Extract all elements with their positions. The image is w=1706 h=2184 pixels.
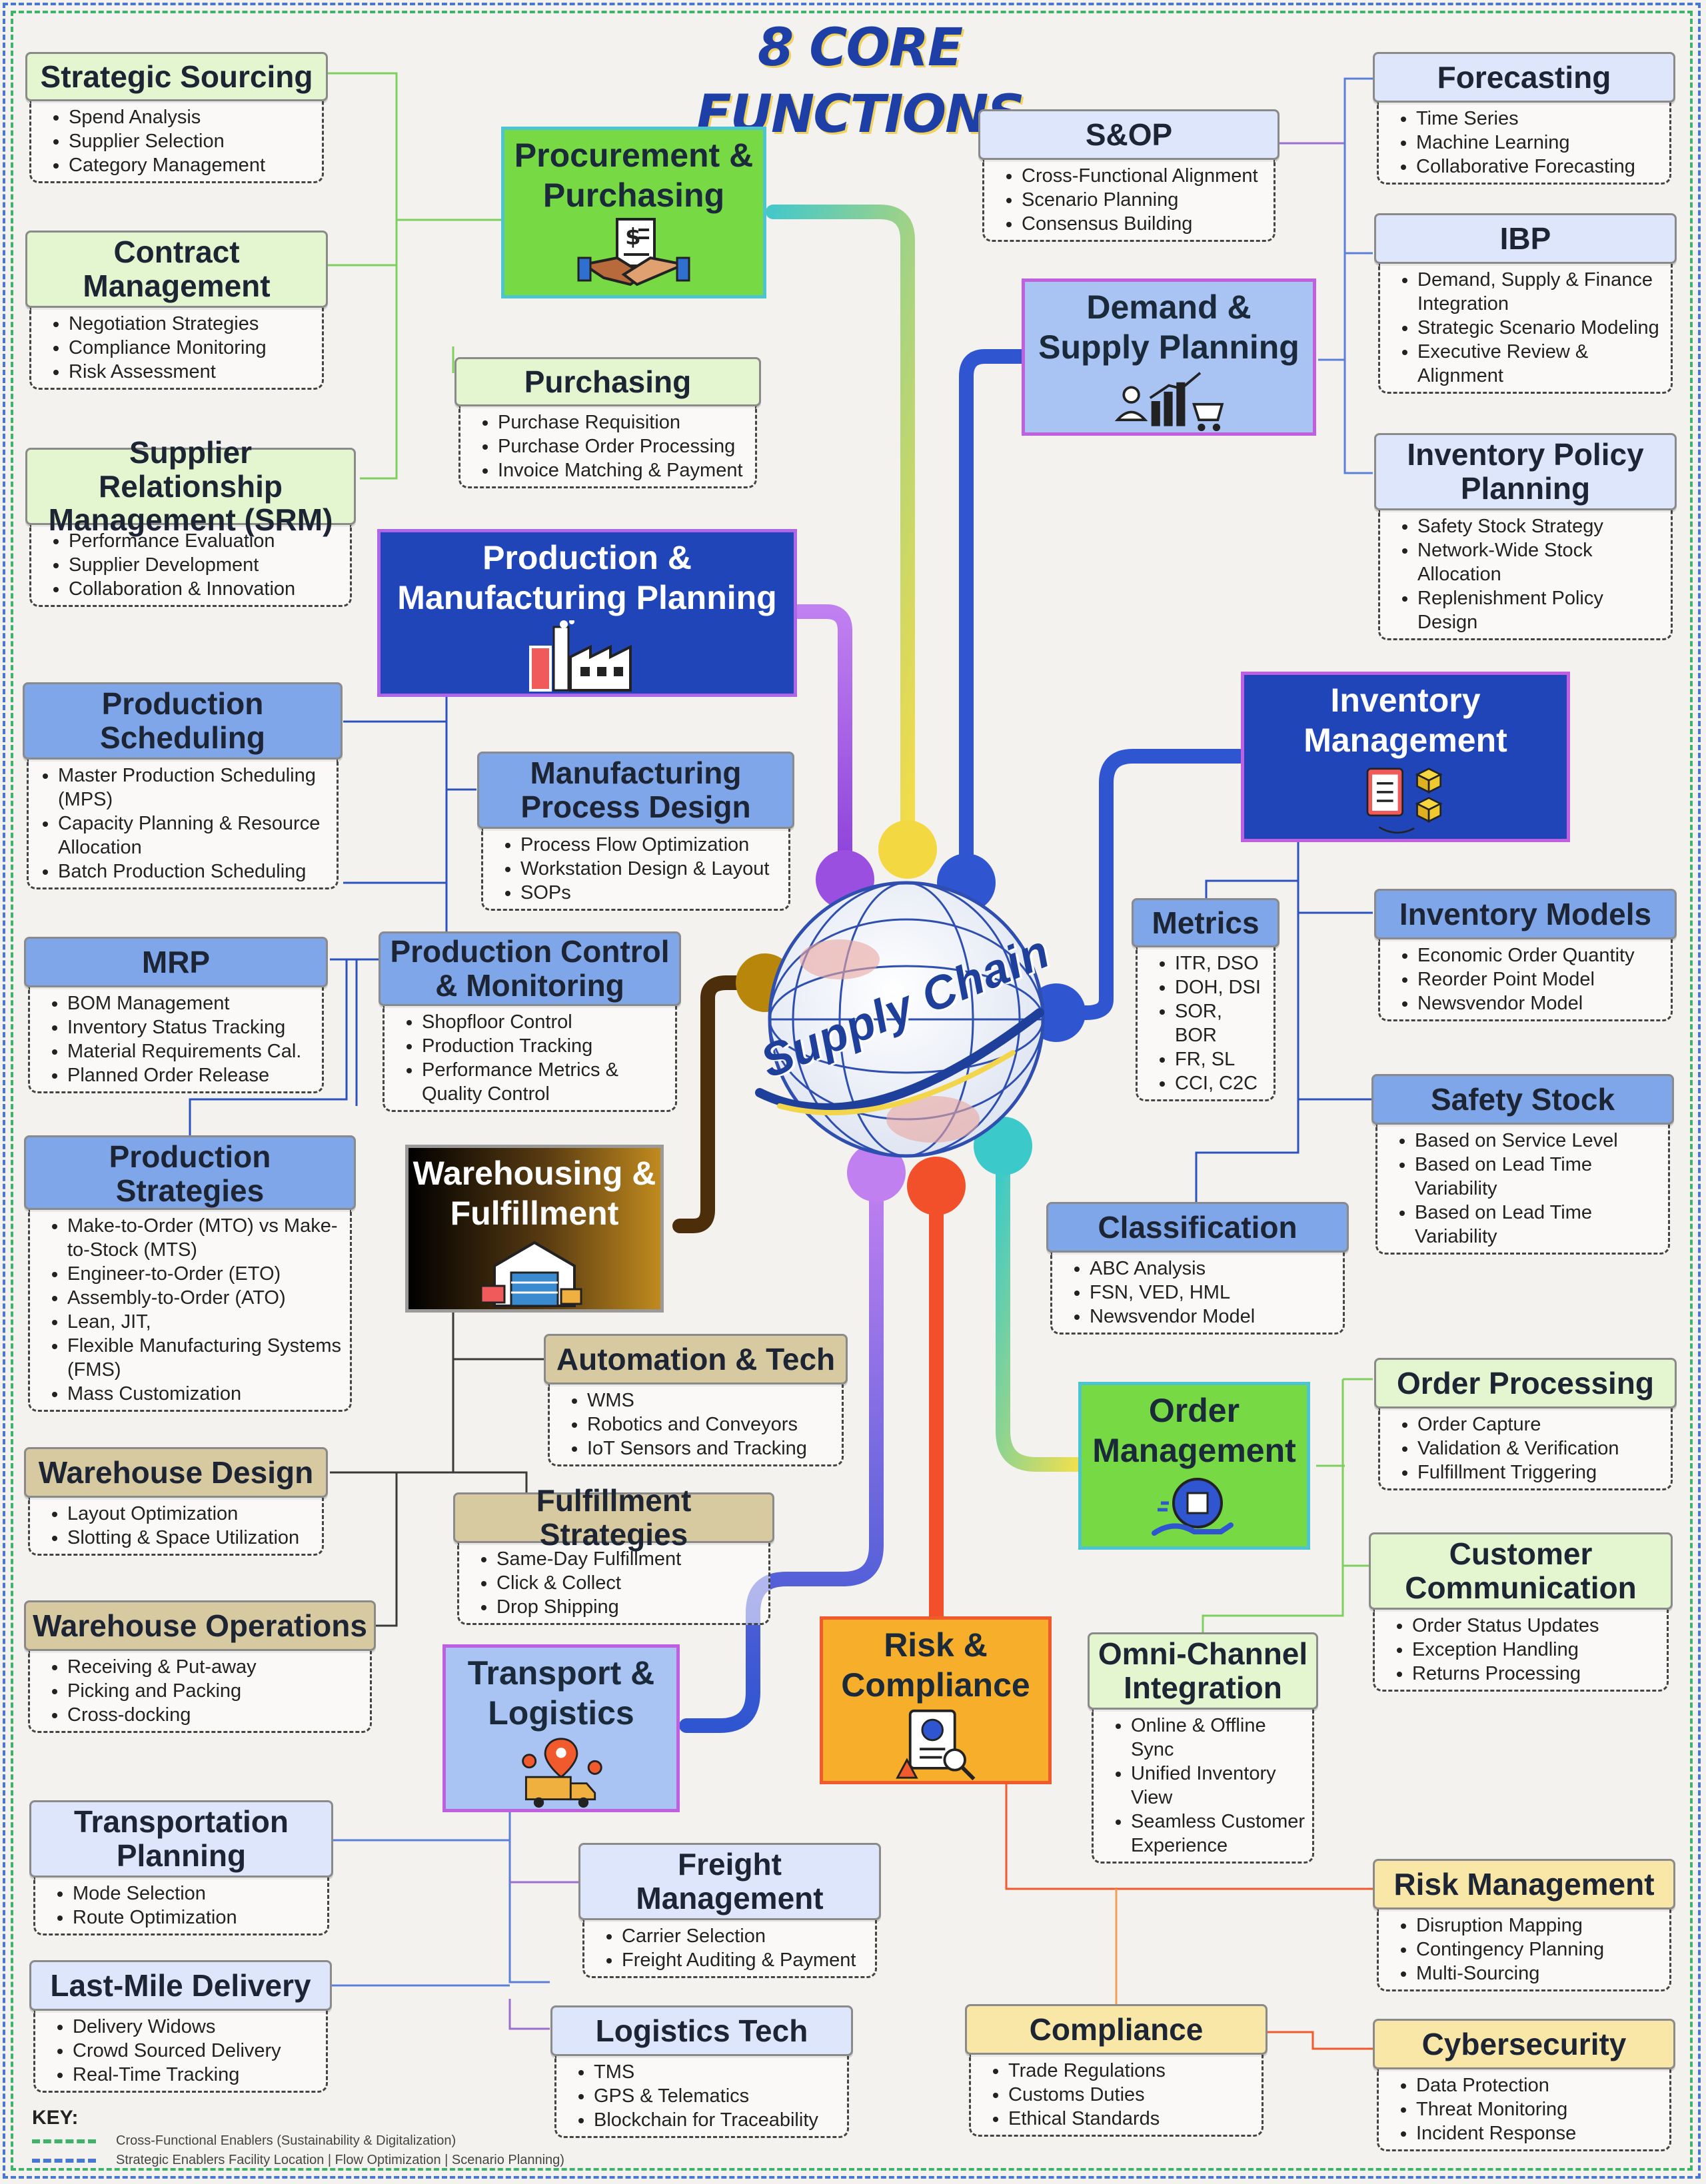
page-title: 8 CORE FUNCTIONS xyxy=(696,18,1024,145)
sub-freight-management[interactable]: Freight Management Carrier Selection Fre… xyxy=(578,1843,881,1978)
sub-mrp[interactable]: MRP BOM Management Inventory Status Trac… xyxy=(24,937,328,1093)
sub-customer-communication[interactable]: Customer Communication Order Status Upda… xyxy=(1369,1532,1673,1692)
sub-forecasting[interactable]: Forecasting Time Series Machine Learning… xyxy=(1373,52,1675,185)
sub-automation-tech[interactable]: Automation & Tech WMS Robotics and Conve… xyxy=(544,1334,848,1466)
function-demand-supply-planning[interactable]: Demand & Supply Planning xyxy=(1022,278,1316,436)
sub-inventory-models[interactable]: Inventory Models Economic Order Quantity… xyxy=(1374,889,1677,1021)
outer-dashed-frame xyxy=(3,3,1701,2179)
sub-omni-channel-integration[interactable]: Omni-Channel Integration Online & Offlin… xyxy=(1088,1632,1318,1864)
function-inventory-management[interactable]: Inventory Management xyxy=(1241,672,1570,842)
sub-classification[interactable]: Classification ABC Analysis FSN, VED, HM… xyxy=(1046,1202,1349,1335)
sub-ibp[interactable]: IBP Demand, Supply & Finance Integration… xyxy=(1374,213,1677,394)
function-warehousing-fulfillment[interactable]: Warehousing & Fulfillment xyxy=(405,1145,664,1313)
function-production-manufacturing-planning[interactable]: Production & Manufacturing Planning xyxy=(377,529,797,697)
sub-fulfillment-strategies[interactable]: Fulfillment Strategies Same-Day Fulfillm… xyxy=(453,1484,774,1625)
legend-title: KEY: xyxy=(32,2107,79,2129)
planning-chart-cart-icon xyxy=(1114,372,1224,432)
sub-sop[interactable]: S&OP Cross-Functional Alignment Scenario… xyxy=(978,109,1280,242)
order-box-hand-icon xyxy=(1152,1478,1234,1536)
sub-production-scheduling[interactable]: Production Scheduling Master Production … xyxy=(23,682,343,889)
legend-key: KEY: Cross-Functional Enablers (Sustaina… xyxy=(32,2107,632,2168)
sub-last-mile-delivery[interactable]: Last-Mile Delivery Delivery Widows Crowd… xyxy=(29,1960,332,2093)
inner-dashed-frame xyxy=(11,11,1693,2171)
sub-transportation-planning[interactable]: Transportation Planning Mode Selection R… xyxy=(29,1800,333,1935)
sub-warehouse-design[interactable]: Warehouse Design Layout Optimization Slo… xyxy=(24,1447,328,1556)
sub-manufacturing-process-design[interactable]: Manufacturing Process Design Process Flo… xyxy=(477,752,794,911)
function-procurement[interactable]: Procurement & Purchasing $ xyxy=(501,127,766,298)
sub-metrics[interactable]: Metrics ITR, DSO DOH, DSI SOR, BOR FR, S… xyxy=(1132,898,1280,1101)
sub-risk-management[interactable]: Risk Management Disruption Mapping Conti… xyxy=(1373,1859,1675,1991)
factory-icon xyxy=(529,620,632,692)
sub-order-processing[interactable]: Order Processing Order Capture Validatio… xyxy=(1374,1358,1677,1490)
function-risk-compliance[interactable]: Risk & Compliance xyxy=(820,1616,1052,1784)
truck-location-pin-icon xyxy=(522,1738,602,1808)
sub-inventory-policy-planning[interactable]: Inventory Policy Planning Safety Stock S… xyxy=(1374,433,1677,640)
function-transport-logistics[interactable]: Transport & Logistics xyxy=(442,1644,680,1812)
legend-row-strategic: Strategic Enablers Facility Location | F… xyxy=(32,2153,632,2168)
sub-contract-management[interactable]: Contract Management Negotiation Strategi… xyxy=(25,231,328,390)
legend-row-cross-functional: Cross-Functional Enablers (Sustainabilit… xyxy=(32,2133,632,2149)
sub-cybersecurity[interactable]: Cybersecurity Data Protection Threat Mon… xyxy=(1373,2019,1675,2151)
hub-globe xyxy=(755,881,1045,1158)
inventory-checklist-boxes-icon xyxy=(1366,768,1443,834)
sub-purchasing[interactable]: Purchasing Purchase Requisition Purchase… xyxy=(454,357,761,488)
sub-warehouse-operations[interactable]: Warehouse Operations Receiving & Put-awa… xyxy=(24,1600,376,1733)
sub-logistics-tech[interactable]: Logistics Tech TMS GPS & Telematics Bloc… xyxy=(550,2005,853,2138)
sub-supplier-relationship-management[interactable]: Supplier Relationship Management (SRM) P… xyxy=(25,436,356,607)
sub-compliance[interactable]: Compliance Trade Regulations Customs Dut… xyxy=(965,2004,1268,2137)
warehouse-truck-icon xyxy=(481,1241,582,1307)
handshake-contract-icon: $ xyxy=(577,218,690,286)
sub-production-control-monitoring[interactable]: Production Control & Monitoring Shopfloo… xyxy=(379,931,681,1112)
sub-production-strategies[interactable]: Production Strategies Make-to-Order (MTO… xyxy=(24,1135,356,1412)
svg-text:$: $ xyxy=(625,224,641,251)
sub-strategic-sourcing[interactable]: Strategic Sourcing Spend Analysis Suppli… xyxy=(25,52,328,183)
legend-green-line xyxy=(32,2139,96,2143)
risk-document-search-icon xyxy=(896,1709,976,1781)
legend-blue-line xyxy=(32,2158,96,2163)
function-order-management[interactable]: Order Management xyxy=(1078,1382,1310,1550)
sub-safety-stock[interactable]: Safety Stock Based on Service Level Base… xyxy=(1371,1074,1674,1255)
